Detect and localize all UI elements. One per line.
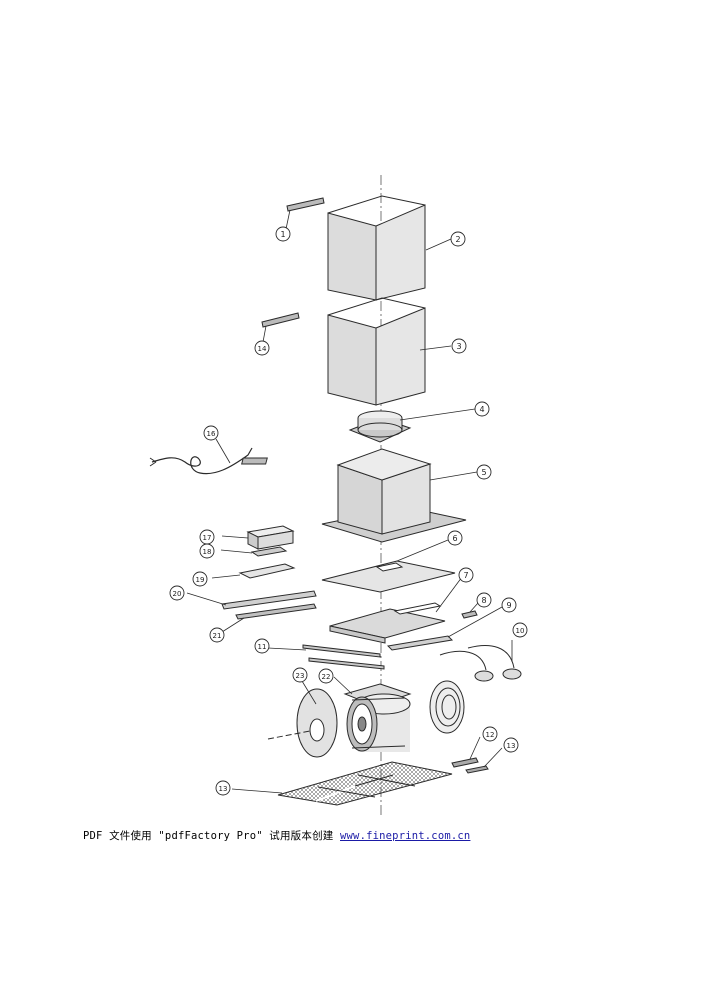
callout-c12: 12: [482, 726, 498, 742]
callout-circle: [203, 425, 219, 441]
part-main-housing: [241, 448, 467, 543]
callout-c8: 8: [476, 592, 492, 608]
part-bracket-14: [261, 312, 300, 328]
callout-circle: [275, 226, 291, 242]
callout-c11: 11: [254, 638, 270, 654]
callout-label: 2: [455, 235, 460, 244]
part-plate-6: [321, 560, 456, 593]
callout-label: 8: [481, 596, 486, 605]
part-small-12: [451, 757, 479, 768]
callout-label: 22: [322, 673, 331, 681]
callout-label: 17: [203, 534, 212, 542]
callout-label: 13: [219, 785, 228, 793]
part-switch-8: [461, 610, 478, 619]
callout-circle: [476, 592, 492, 608]
part-lamps-10: [439, 645, 522, 682]
callout-circle: [482, 726, 498, 742]
callout-label: 12: [486, 731, 495, 739]
callout-label: 14: [258, 345, 267, 353]
callout-circle: [199, 543, 215, 559]
callout-label: 9: [506, 601, 511, 610]
callout-circle: [458, 567, 474, 583]
part-rail-11: [302, 644, 385, 670]
callout-c6: 6: [447, 530, 463, 546]
footer-link[interactable]: www.fineprint.com.cn: [340, 830, 471, 842]
callout-circle: [192, 571, 208, 587]
callout-circle: [501, 597, 517, 613]
callout-c20: 20: [169, 585, 185, 601]
callout-c19: 19: [192, 571, 208, 587]
callout-label: 23: [296, 672, 305, 680]
callout-circle: [318, 668, 334, 684]
part-grease-filters: [277, 761, 453, 806]
callout-label: 18: [203, 548, 212, 556]
callout-circle: [476, 464, 492, 480]
callout-c22: 22: [318, 668, 334, 684]
callout-c13b: 13: [215, 780, 231, 796]
part-outlet-ring: [429, 680, 465, 734]
part-strip-9: [386, 635, 454, 651]
callout-circle: [209, 627, 225, 643]
callout-c13a: 13: [503, 737, 519, 753]
part-control-box: [246, 525, 295, 550]
part-pcb: [238, 563, 296, 579]
part-rail-21: [235, 603, 317, 620]
part-rail-20: [221, 590, 317, 610]
callout-c23: 23: [292, 667, 308, 683]
part-duct-collar: [348, 410, 412, 443]
callout-c9: 9: [501, 597, 517, 613]
callout-circle: [447, 530, 463, 546]
callout-label: 21: [213, 632, 222, 640]
callout-label: 6: [452, 534, 457, 543]
leader-lines: [186, 209, 513, 794]
callout-label: 13: [507, 742, 516, 750]
callout-circle: [503, 737, 519, 753]
callout-c17: 17: [199, 529, 215, 545]
callout-label: 20: [173, 590, 182, 598]
callout-label: 1: [280, 230, 285, 239]
part-blower-22: [343, 683, 412, 752]
callout-c10: 10: [512, 622, 528, 638]
callout-c18: 18: [199, 543, 215, 559]
callout-c1: 1: [275, 226, 291, 242]
callout-circle: [169, 585, 185, 601]
callout-circle: [512, 622, 528, 638]
part-inlet-plate-23: [267, 688, 338, 758]
callout-c7: 7: [458, 567, 474, 583]
callout-circle: [474, 401, 490, 417]
cable-plug: [149, 457, 157, 467]
callout-c5: 5: [476, 464, 492, 480]
callout-label: 19: [196, 576, 205, 584]
callout-label: 7: [463, 571, 468, 580]
footer-text: PDF 文件使用 "pdfFactory Pro" 试用版本创建: [83, 830, 340, 842]
callout-label: 5: [481, 468, 486, 477]
callout-c2: 2: [450, 231, 466, 247]
callout-c4: 4: [474, 401, 490, 417]
callout-circle: [215, 780, 231, 796]
callout-c14: 14: [254, 340, 270, 356]
part-power-cable: [151, 447, 253, 475]
callout-circle: [450, 231, 466, 247]
part-lower-chimney: [327, 297, 426, 406]
callout-circle: [451, 338, 467, 354]
part-small-13: [465, 765, 489, 774]
callout-circle: [254, 340, 270, 356]
callout-circle: [254, 638, 270, 654]
callout-c21: 21: [209, 627, 225, 643]
part-bracket-1: [286, 197, 325, 212]
callout-label: 11: [258, 643, 267, 651]
callout-label: 4: [479, 405, 484, 414]
part-control-cover: [250, 546, 288, 557]
part-upper-chimney: [327, 195, 426, 301]
callout-label: 10: [516, 627, 525, 635]
part-frame-7: [329, 602, 446, 644]
pdf-footer: PDF 文件使用 "pdfFactory Pro" 试用版本创建 www.fin…: [83, 828, 470, 843]
callout-label: 16: [207, 430, 216, 438]
callout-label: 3: [456, 342, 461, 351]
callout-c3: 3: [451, 338, 467, 354]
callout-circle: [292, 667, 308, 683]
callout-c16: 16: [203, 425, 219, 441]
